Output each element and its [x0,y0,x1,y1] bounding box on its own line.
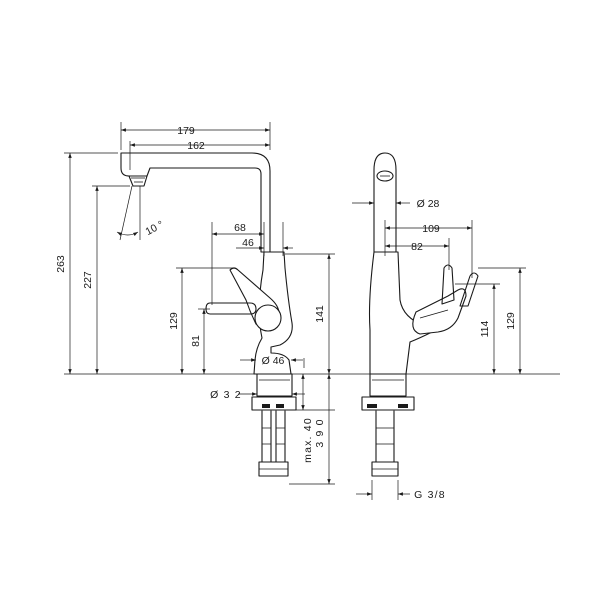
dim-10-degrees: 10 ° [143,219,165,238]
front-column [373,152,397,253]
side-view: 179 162 263 227 10 ° 68 46 129 81 141 Ø … [55,122,560,485]
dim-32-diameter: Ø 3 2 [210,389,242,401]
spout-outline [120,152,271,253]
front-handle-alt [441,264,455,305]
dim-46-diameter: Ø 46 [262,355,285,367]
front-body [368,251,433,375]
dim-129-right: 129 [505,312,517,330]
dim-max-40: max. 40 [302,417,314,463]
dim-141: 141 [314,305,326,323]
dim-68: 68 [234,222,246,234]
dim-114: 114 [479,320,491,337]
front-supply-hose [375,410,395,463]
front-view: Ø 28 109 82 114 129 G 3/8 [352,152,526,501]
dim-390: 3 9 0 [314,418,326,447]
dim-81: 81 [190,335,202,347]
supply-hoses [261,410,286,463]
dim-109: 109 [422,223,440,235]
dim-82: 82 [411,241,423,253]
handle-alt [205,302,257,315]
dim-28-diameter: Ø 28 [417,198,440,210]
dim-162: 162 [187,140,205,152]
front-lever-handle [412,288,467,335]
dim-263: 263 [55,255,67,273]
faucet-body [253,251,293,375]
handle-cap [254,304,282,332]
dim-129-left: 129 [168,312,180,330]
dim-46-handle: 46 [242,237,254,249]
mounting-flange [256,373,293,397]
dim-227: 227 [82,271,94,289]
dim-thread-g38: G 3/8 [414,489,446,501]
mounting-nut [251,396,297,411]
dim-179: 179 [177,125,195,137]
spout-outlet [128,175,148,187]
